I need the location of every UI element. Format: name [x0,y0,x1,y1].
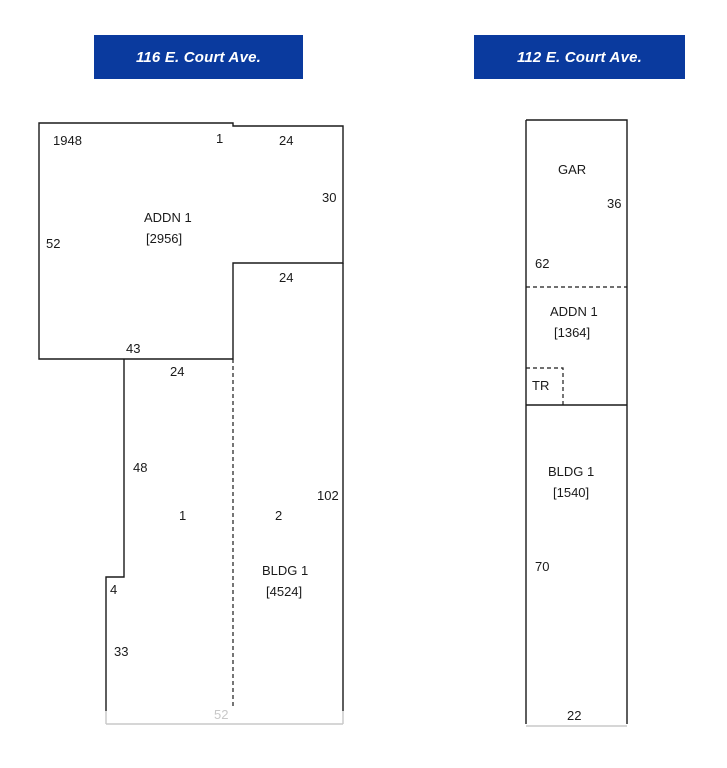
left-bldg-area: [4524] [266,584,302,599]
left-unit-one: 1 [179,508,186,523]
left-dim-left-lower: 33 [114,644,128,659]
left-dim-bottom: 52 [214,707,228,722]
left-dim-step-top: 24 [279,270,293,285]
left-addn-outline [38,122,344,360]
left-dim-top-a: 1 [216,131,223,146]
left-year-label: 1948 [53,133,82,148]
right-bldg-area: [1540] [553,485,589,500]
right-addn-name: ADDN 1 [550,304,598,319]
left-addn-area: [2956] [146,231,182,246]
left-property-title: 116 E. Court Ave. [94,35,303,79]
right-bldg-name: BLDG 1 [548,464,594,479]
left-bldg-outline [105,263,344,711]
left-dim-step-bottom: 43 [126,341,140,356]
right-dim-bottom: 22 [567,708,581,723]
left-unit-two: 2 [275,508,282,523]
left-dim-inner-left: 48 [133,460,147,475]
left-dim-jog: 4 [110,582,117,597]
right-outline [525,119,628,724]
left-dim-inner-top: 24 [170,364,184,379]
right-property-title: 112 E. Court Ave. [474,35,685,79]
left-dim-right-upper: 30 [322,190,336,205]
left-dim-left-upper: 52 [46,236,60,251]
right-dim-bldg-side: 70 [535,559,549,574]
left-dim-top-b: 24 [279,133,293,148]
left-bldg-name: BLDG 1 [262,563,308,578]
left-dim-right-long: 102 [317,488,339,503]
left-addn-name: ADDN 1 [144,210,192,225]
right-dim-gar-side: 36 [607,196,621,211]
right-tr-label: TR [532,378,549,393]
right-tr-box [526,367,564,405]
right-addn-area: [1364] [554,325,590,340]
right-dim-addn-side: 62 [535,256,549,271]
right-gar-name: GAR [558,162,586,177]
